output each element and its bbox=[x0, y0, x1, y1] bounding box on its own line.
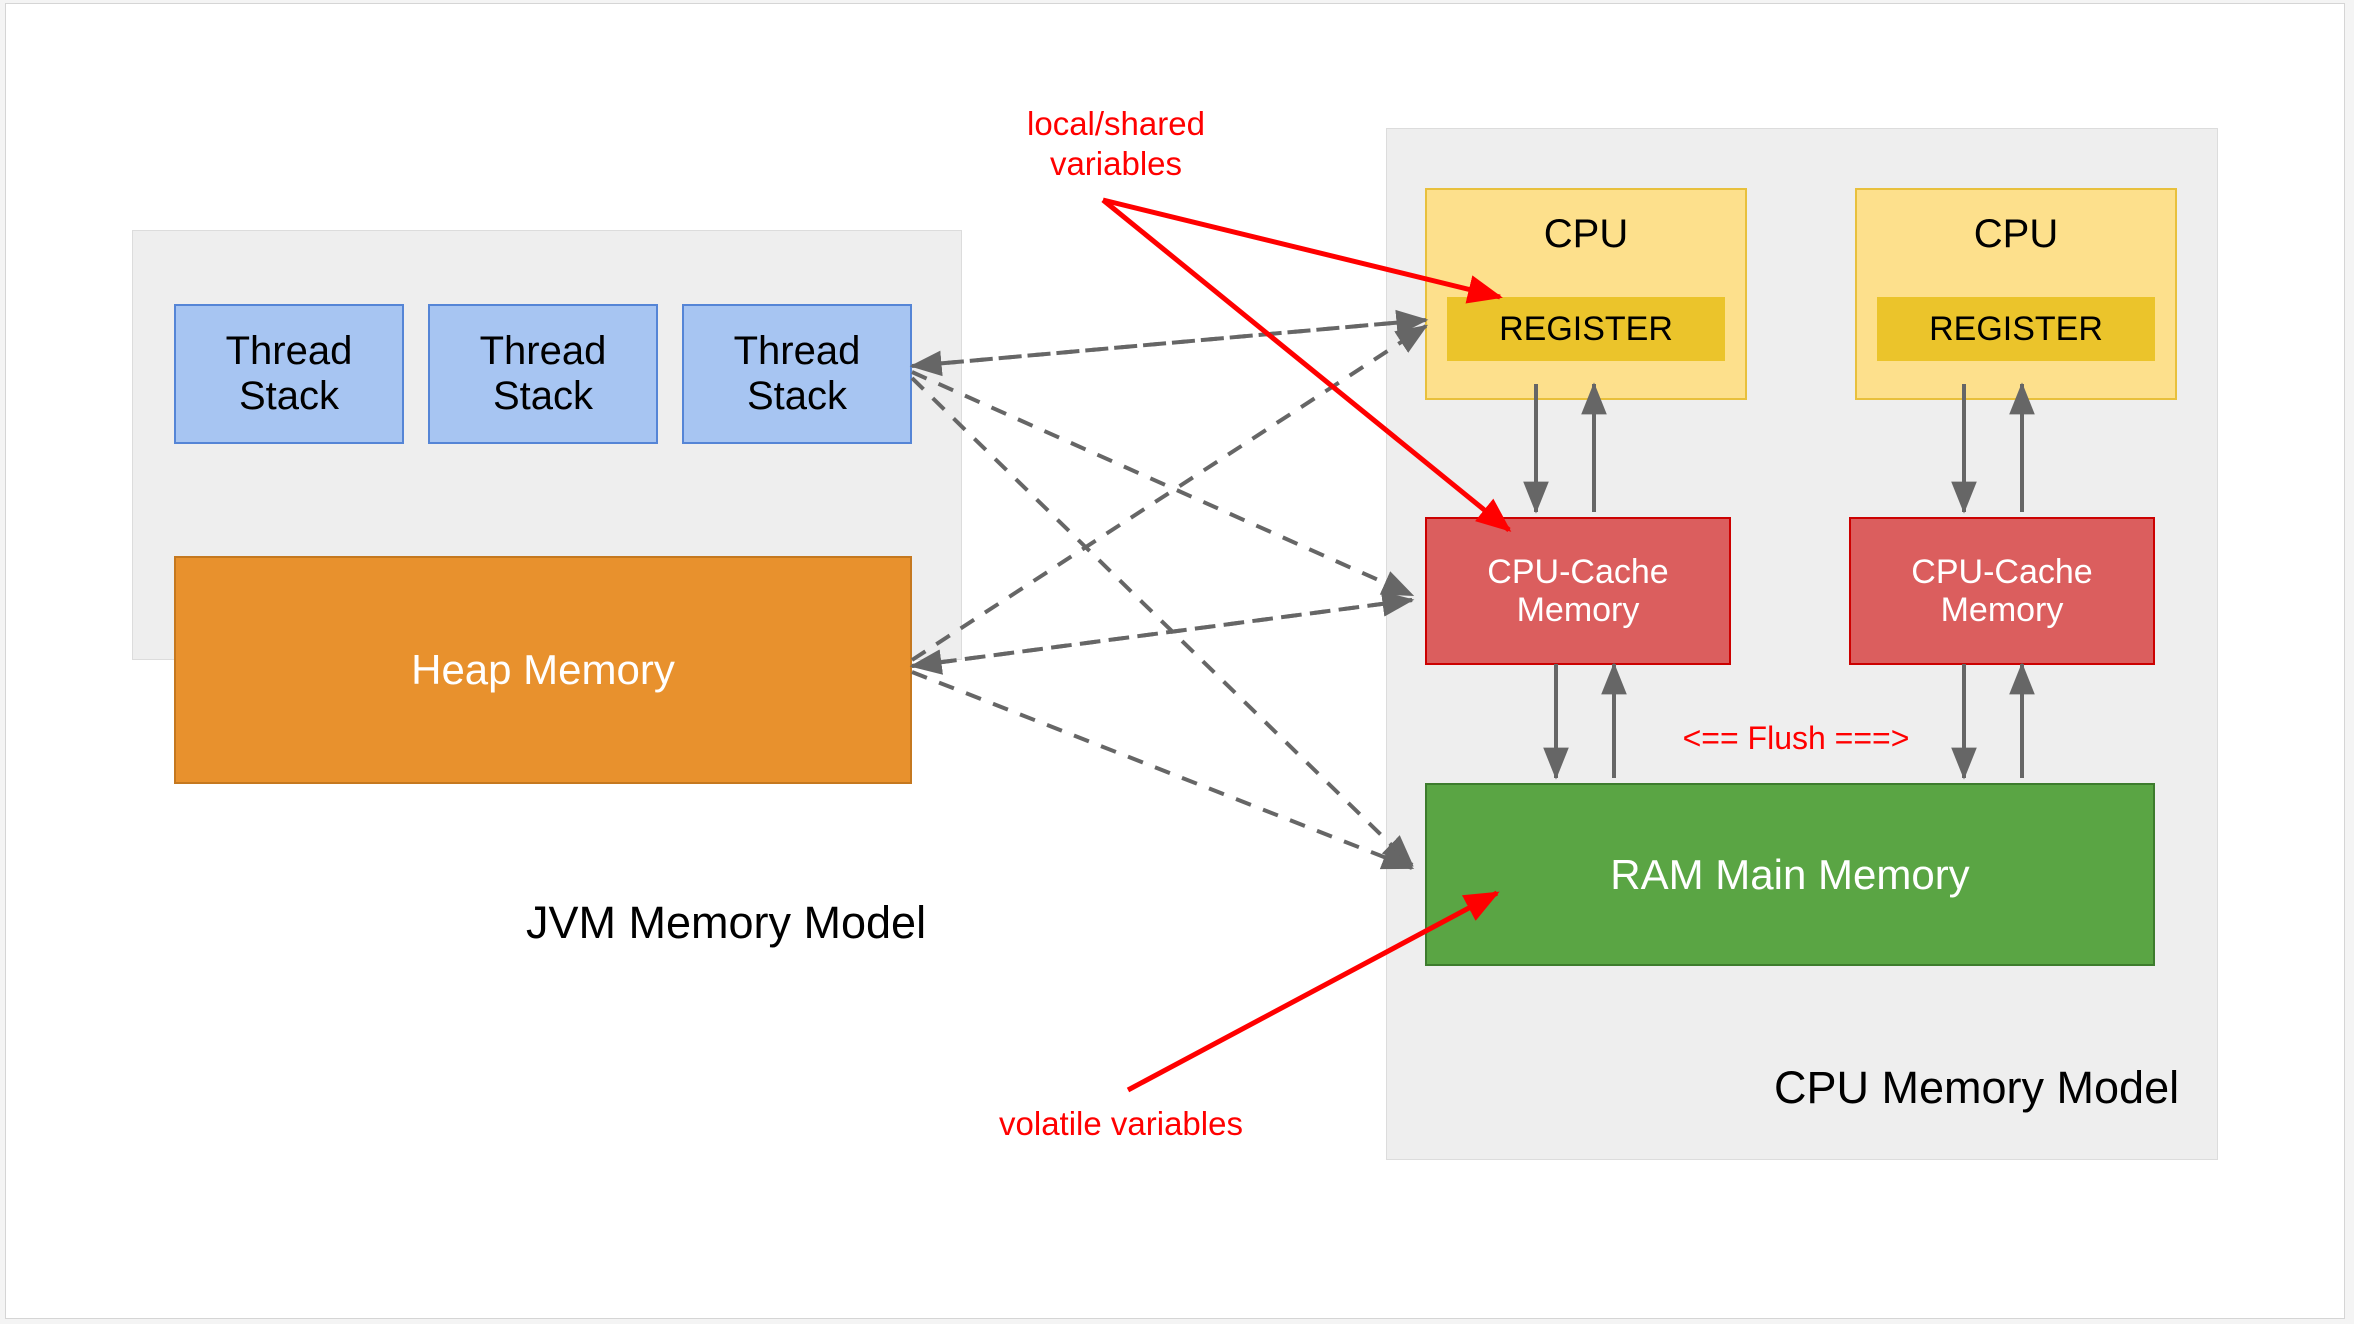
cpu-cache-box-1[interactable]: CPU-Cache Memory bbox=[1425, 517, 1731, 665]
flush-label: <== Flush ===> bbox=[1682, 720, 1910, 756]
jvm-panel-label: JVM Memory Model bbox=[526, 897, 927, 948]
thread-stack-box-1[interactable]: Thread Stack bbox=[174, 304, 404, 444]
register-label-1: REGISTER bbox=[1499, 309, 1673, 348]
thread-stack-box-3[interactable]: Thread Stack bbox=[682, 304, 912, 444]
register-box-1[interactable]: REGISTER bbox=[1447, 297, 1725, 361]
ram-main-memory-box[interactable]: RAM Main Memory bbox=[1425, 783, 2155, 966]
thread-stack-label-2: Thread Stack bbox=[479, 329, 607, 418]
cpu-label-1: CPU bbox=[1543, 212, 1629, 256]
heap-memory-label: Heap Memory bbox=[411, 646, 675, 694]
thread-stack-box-2[interactable]: Thread Stack bbox=[428, 304, 658, 444]
cpu-panel-label: CPU Memory Model bbox=[1774, 1062, 2180, 1113]
local-shared-variables-annotation: local/shared variables bbox=[1027, 105, 1205, 182]
cpu-label-2: CPU bbox=[1973, 212, 2059, 256]
heap-memory-box[interactable]: Heap Memory bbox=[174, 556, 912, 784]
thread-stack-label-3: Thread Stack bbox=[733, 329, 861, 418]
diagram-sheet: Thread Stack Thread Stack Thread Stack H… bbox=[5, 3, 2345, 1319]
cpu-cache-label-1: CPU-Cache Memory bbox=[1487, 552, 1669, 629]
thread-stack-label-1: Thread Stack bbox=[225, 329, 353, 418]
register-box-2[interactable]: REGISTER bbox=[1877, 297, 2155, 361]
cpu-cache-label-2: CPU-Cache Memory bbox=[1911, 552, 2093, 629]
volatile-variables-annotation: volatile variables bbox=[999, 1105, 1243, 1142]
register-label-2: REGISTER bbox=[1929, 309, 2103, 348]
cpu-box-2[interactable]: CPU bbox=[1855, 188, 2177, 400]
cpu-cache-box-2[interactable]: CPU-Cache Memory bbox=[1849, 517, 2155, 665]
cpu-box-1[interactable]: CPU bbox=[1425, 188, 1747, 400]
ram-main-memory-label: RAM Main Memory bbox=[1610, 850, 1970, 898]
